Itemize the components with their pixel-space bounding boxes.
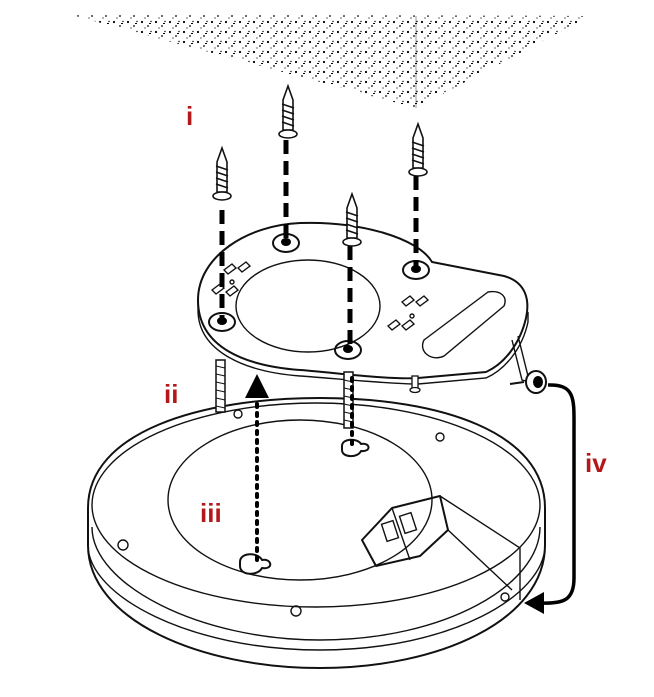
ceiling-surface xyxy=(68,14,590,108)
alignment-lines xyxy=(245,370,354,562)
thumb-screw-arrow xyxy=(524,383,576,614)
wall-screw-3 xyxy=(408,121,428,177)
wall-screw-4 xyxy=(342,191,362,247)
plate-screw-holes xyxy=(208,233,430,360)
step-label-ii: ii xyxy=(164,379,178,409)
base-unit xyxy=(87,397,546,669)
alignment-arrow-head xyxy=(245,374,269,398)
step-label-iii: iii xyxy=(200,498,222,528)
plate-clip-slots xyxy=(210,261,430,331)
step-label-i: i xyxy=(186,101,193,131)
step-label-iv: iv xyxy=(585,448,607,478)
screw-guide-lines xyxy=(219,140,419,346)
thumb-screw-arrow-head xyxy=(524,592,544,614)
wall-screw-2 xyxy=(278,83,298,139)
thumb-screw xyxy=(509,370,547,394)
base-keyhole-left xyxy=(239,553,272,575)
base-keyhole-right xyxy=(341,438,370,458)
mounting-bracket xyxy=(197,221,531,385)
wall-screw-1 xyxy=(212,145,232,201)
machine-screw-left xyxy=(215,359,226,413)
base-cable-slot xyxy=(361,495,521,600)
machine-screw-back xyxy=(409,375,421,394)
wall-screws xyxy=(212,83,428,247)
